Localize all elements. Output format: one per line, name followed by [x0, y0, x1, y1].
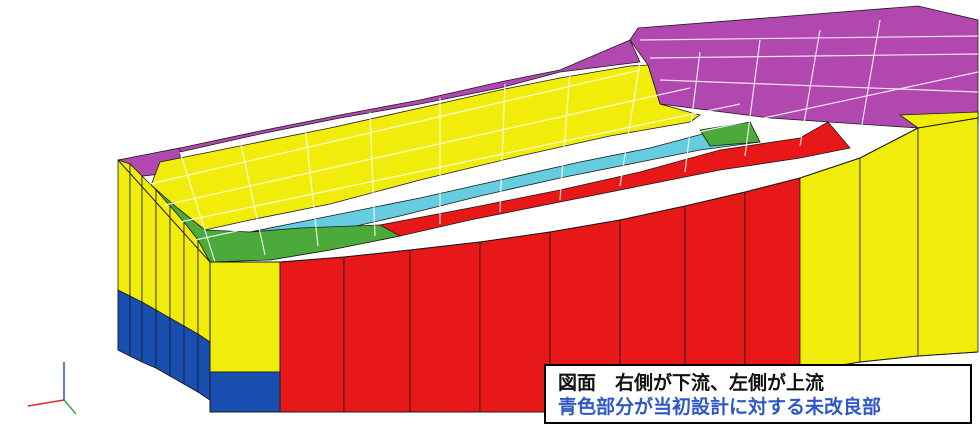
left-face-columns [117, 159, 211, 401]
top-face-grid-lines [149, 19, 979, 263]
front-face-yellow [209, 117, 979, 373]
legend-direction-text: 図面 右側が下流、左側が上流 [558, 372, 825, 394]
front-face-red [279, 177, 801, 413]
legend-note-box: 図面 右側が下流、左側が上流 青色部分が当初設計に対する未改良部 [544, 364, 972, 424]
front-face-blue [209, 371, 281, 413]
axis-triad-icon [27, 362, 77, 415]
legend-unimproved-text: 青色部分が当初設計に対する未改良部 [558, 396, 882, 418]
